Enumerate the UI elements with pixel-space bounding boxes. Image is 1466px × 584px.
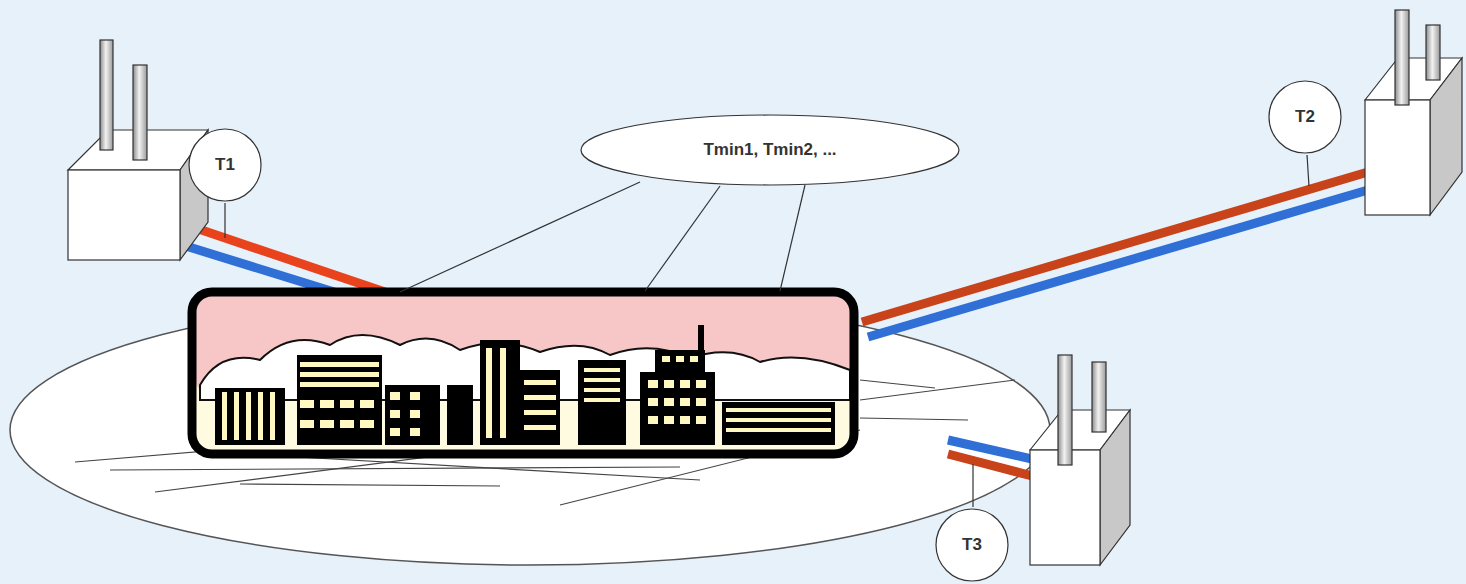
pipe-pair-2 [862,172,1368,337]
node-text: T3 [962,535,982,555]
power-plant-1 [68,40,208,260]
node-text: T2 [1295,107,1315,127]
power-plant-2 [1365,10,1462,215]
city-picture [192,292,854,454]
callout-ellipse: Tmin1, Tmin2, ... [580,114,960,186]
city-ground [10,295,1050,565]
leader-lines [225,155,1309,507]
node-text: Tmin1, Tmin2, ... [703,140,836,160]
temperature-circle: T1 [188,128,262,202]
temperature-circle: T3 [935,508,1009,582]
power-plant-3 [1030,355,1130,565]
temperature-circle: T2 [1268,80,1342,154]
node-text: T1 [215,155,235,175]
